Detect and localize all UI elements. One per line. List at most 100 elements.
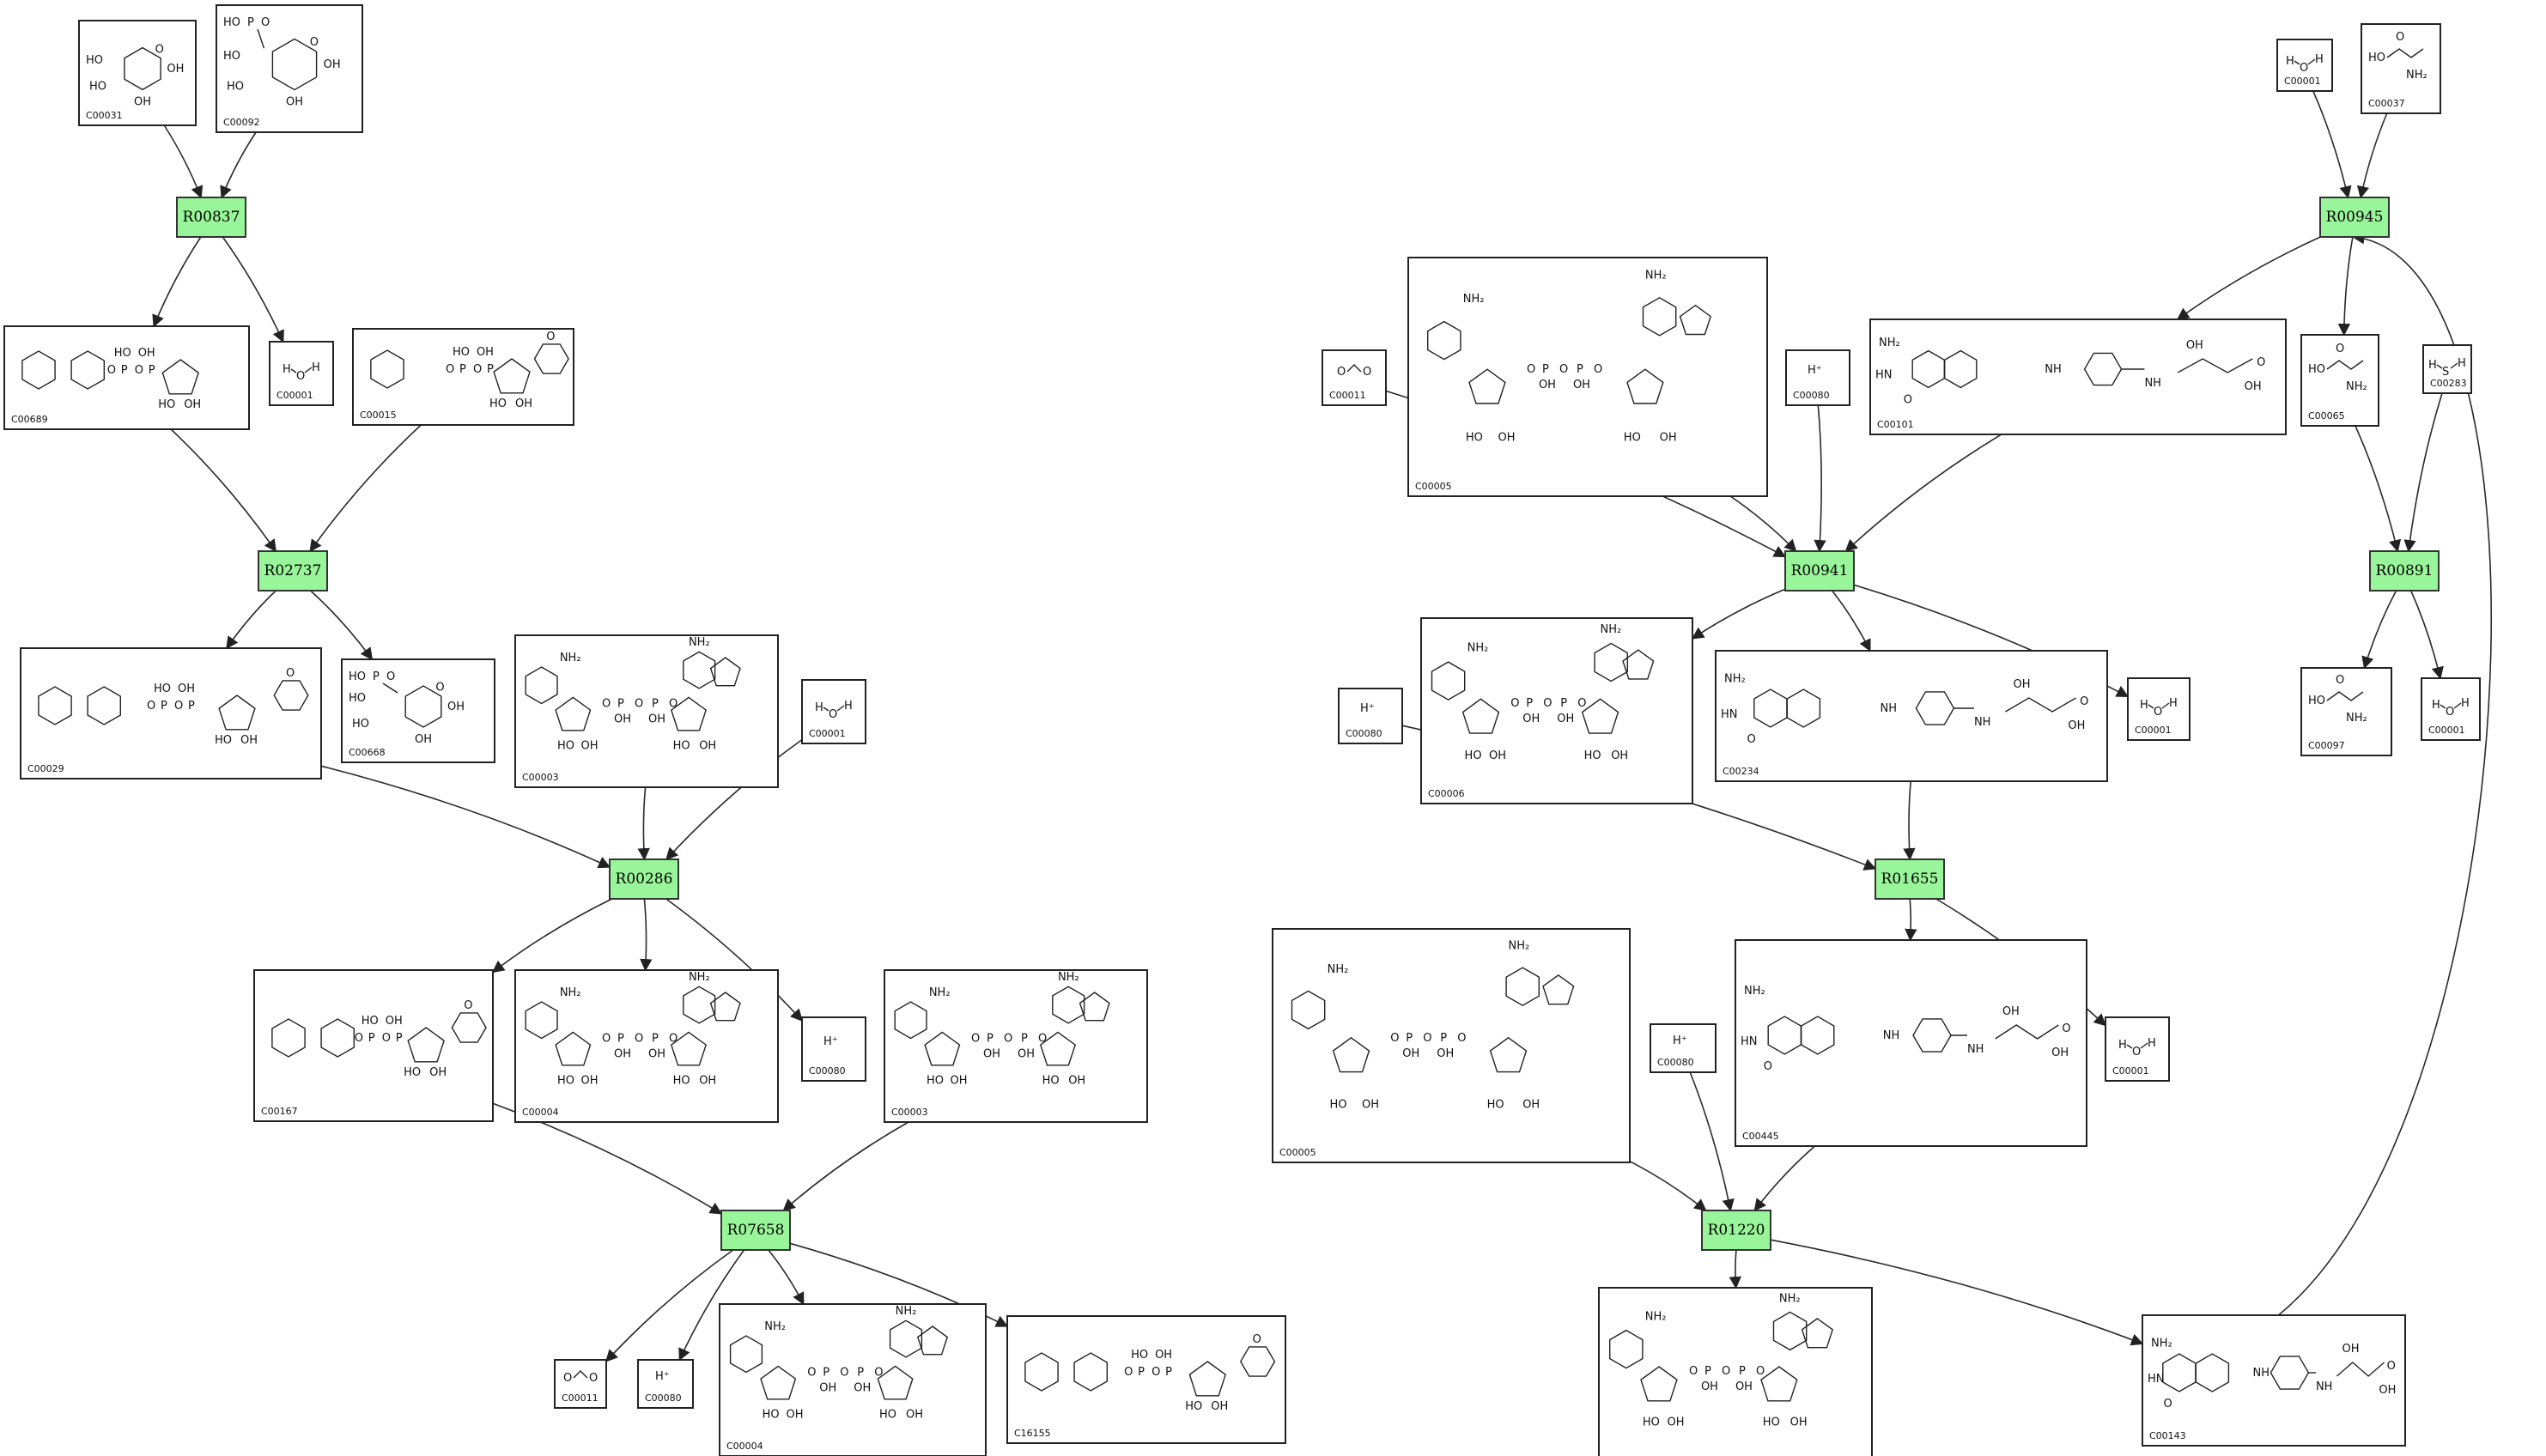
compound-box[interactable]	[801, 1016, 866, 1082]
compound-box[interactable]	[2300, 334, 2379, 427]
compound-box[interactable]	[3, 325, 250, 430]
reaction-box[interactable]	[1784, 550, 1855, 592]
reaction-node[interactable]: R01655	[1875, 858, 1945, 900]
compound-box[interactable]	[2142, 1314, 2406, 1447]
compound-node[interactable]: H⁺C00080	[637, 1359, 694, 1409]
reaction-node[interactable]: R07658	[720, 1210, 791, 1251]
reaction-box[interactable]	[1701, 1210, 1771, 1251]
atom-label: HO	[2308, 695, 2325, 707]
reaction-box[interactable]	[176, 197, 246, 238]
compound-node[interactable]: H⁺C00080	[1650, 1023, 1717, 1073]
reaction-node[interactable]: R01220	[1701, 1210, 1771, 1251]
compound-box[interactable]	[20, 647, 322, 780]
compound-node[interactable]: H⁺C00080	[801, 1016, 866, 1082]
compound-node[interactable]: H⁺C00080	[1338, 688, 1403, 744]
edge-r6-n27	[1831, 590, 1871, 652]
reaction-node[interactable]: R00286	[609, 858, 679, 900]
compound-box[interactable]	[2361, 23, 2441, 114]
compound-box[interactable]	[341, 658, 495, 763]
reaction-box[interactable]	[609, 858, 679, 900]
reaction-box[interactable]	[720, 1210, 791, 1251]
compound-box[interactable]	[801, 679, 866, 744]
compound-box[interactable]	[216, 4, 363, 133]
atom-label: P	[1165, 1366, 1172, 1379]
compound-box[interactable]	[2105, 1016, 2170, 1082]
compound-box[interactable]	[1785, 349, 1850, 406]
reaction-box[interactable]	[258, 550, 328, 592]
compound-box[interactable]	[2127, 677, 2191, 741]
reaction-node[interactable]: R00945	[2319, 197, 2390, 238]
compound-box[interactable]	[884, 969, 1148, 1123]
compound-box[interactable]	[554, 1359, 607, 1409]
compound-box[interactable]	[514, 634, 779, 788]
atom-label: H	[312, 361, 320, 374]
compound-box[interactable]	[637, 1359, 694, 1409]
compound-box[interactable]	[269, 341, 334, 406]
compound-box[interactable]	[1869, 318, 2287, 435]
reaction-node[interactable]: R02737	[258, 550, 328, 592]
compound-box[interactable]	[1006, 1315, 1286, 1444]
atom-label: HO	[1584, 749, 1601, 762]
compound-box[interactable]	[1715, 650, 2108, 782]
reaction-box[interactable]	[1875, 858, 1945, 900]
reaction-node[interactable]: R00891	[2369, 550, 2440, 592]
compound-box[interactable]	[2422, 344, 2472, 394]
compound-box[interactable]	[719, 1303, 987, 1456]
compound-box[interactable]	[2421, 677, 2481, 741]
compound-box[interactable]	[1407, 257, 1768, 497]
compound-box[interactable]	[1322, 349, 1387, 406]
compound-box[interactable]	[1338, 688, 1403, 744]
compound-box[interactable]	[2300, 667, 2392, 756]
compound-box[interactable]	[78, 20, 197, 126]
reaction-box[interactable]	[2369, 550, 2440, 592]
compound-box[interactable]	[352, 328, 574, 426]
reaction-box[interactable]	[2319, 197, 2390, 238]
reaction-node[interactable]: R00941	[1784, 550, 1855, 592]
reaction-node[interactable]: R00837	[176, 197, 246, 238]
compound-node[interactable]: H⁺C00080	[1785, 349, 1850, 406]
compound-box[interactable]	[1420, 617, 1693, 804]
atom-label: OH	[1611, 749, 1628, 762]
compound-box[interactable]	[253, 969, 494, 1122]
compound-box[interactable]	[514, 969, 779, 1123]
compound-id-label: C00005	[1279, 1147, 1316, 1158]
compound-box[interactable]	[2276, 39, 2333, 92]
compound-box[interactable]	[1650, 1023, 1717, 1073]
compound-box[interactable]	[1272, 928, 1631, 1163]
compound-box[interactable]	[1735, 939, 2087, 1147]
compound-box[interactable]	[1598, 1287, 1873, 1456]
